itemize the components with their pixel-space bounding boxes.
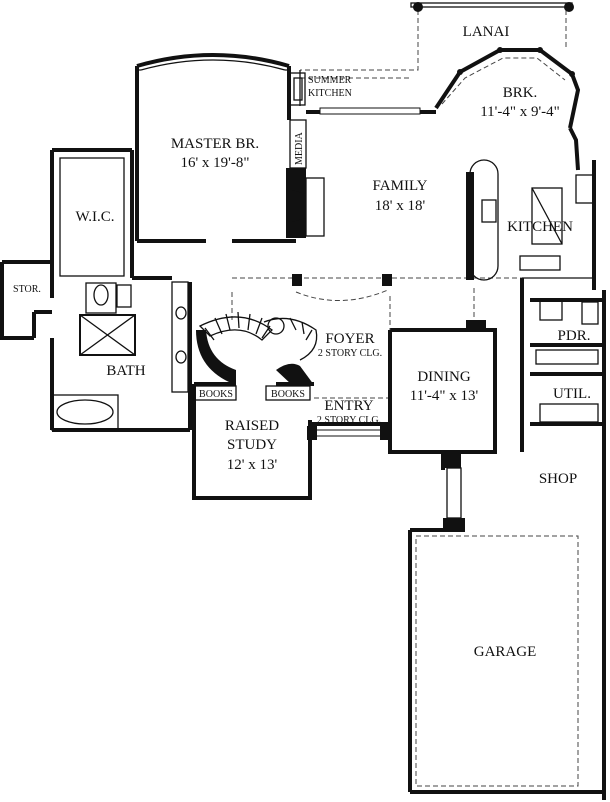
entry-walls: [307, 352, 391, 440]
media-closet: [286, 119, 325, 238]
foyer-stair: [196, 274, 522, 385]
study-label-2: STUDY: [227, 437, 277, 453]
pdr-util: [520, 278, 606, 800]
storage-walls: [0, 260, 52, 340]
study-walls: [192, 382, 314, 500]
brk-label: BRK.: [503, 85, 538, 101]
dining-label: DINING: [417, 369, 470, 385]
kitchen-area: [466, 127, 596, 290]
shop-label: SHOP: [539, 471, 577, 487]
study-label-1: RAISED: [225, 418, 279, 434]
shop-garage: [408, 452, 604, 794]
wic-label: W.I.C.: [75, 209, 114, 225]
media-label: MEDIA: [294, 131, 305, 165]
bath-label: BATH: [106, 363, 145, 379]
family-dims: 18' x 18': [375, 198, 426, 214]
foyer-note: 2 STORY CLG.: [318, 348, 382, 359]
lanai-label: LANAI: [463, 24, 510, 40]
util-label: UTIL.: [553, 386, 591, 402]
entry-label: ENTRY: [324, 398, 373, 414]
brk-dims: 11'-4" x 9'-4": [480, 104, 560, 120]
dining-walls: [388, 288, 497, 454]
lanai-area: [299, 2, 574, 106]
bath-area: [50, 276, 192, 432]
master-bedroom-walls: [135, 53, 296, 243]
master-br-label: MASTER BR.: [171, 136, 259, 152]
summer-kitchen-label-2: KITCHEN: [308, 88, 352, 99]
books-right-label: BOOKS: [271, 389, 305, 400]
kitchen-label: KITCHEN: [507, 219, 573, 235]
entry-note: 2 STORY CLG.: [317, 415, 381, 426]
summer-kitchen-label-1: SUMMER: [308, 75, 352, 86]
family-north-wall: [306, 107, 436, 115]
stor-label: STOR.: [13, 284, 41, 295]
family-label: FAMILY: [373, 178, 428, 194]
breakfast-bay: [434, 47, 581, 129]
master-br-dims: 16' x 19'-8": [180, 155, 249, 171]
garage-label: GARAGE: [474, 644, 537, 660]
foyer-label: FOYER: [325, 331, 374, 347]
pdr-label: PDR.: [558, 328, 591, 344]
wic-walls: [50, 148, 134, 298]
books-left-label: BOOKS: [199, 389, 233, 400]
dining-dims: 11'-4" x 13': [410, 388, 479, 404]
study-dims: 12' x 13': [227, 457, 278, 473]
